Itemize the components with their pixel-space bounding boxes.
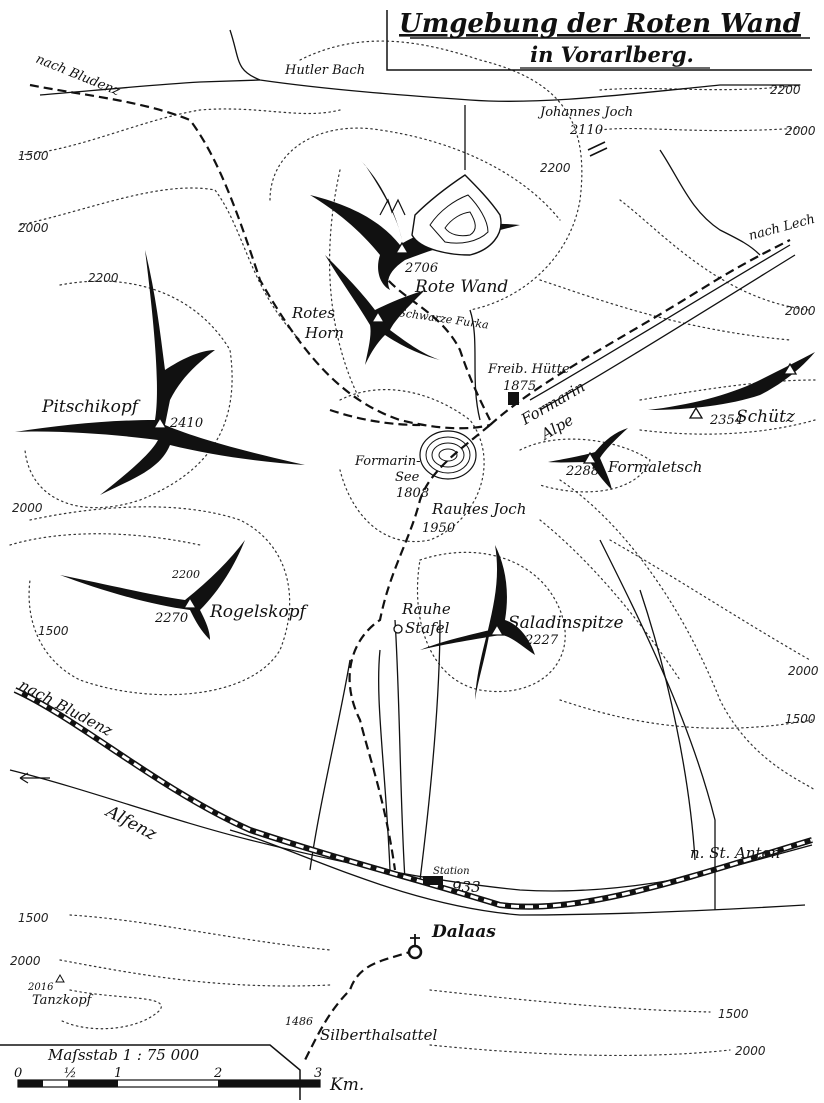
label-hutler-bach: Hutler Bach [284, 63, 365, 78]
peak-triangle-icon [782, 362, 798, 375]
contour-labels: 2200 2000 1500 2200 2000 2200 2000 2000 … [10, 83, 819, 1058]
trails [29, 83, 791, 1061]
label-freib-hutte-elev: 1875 [503, 379, 536, 394]
label-freib-hutte: Freib. Hütte [487, 362, 570, 377]
peak-triangle-icon [394, 241, 410, 254]
contour-label: 2200 [88, 271, 119, 285]
label-pitschikopf-elev: 2410 [169, 416, 203, 431]
contour-label: 1500 [18, 911, 49, 925]
peak-triangle-icon [688, 406, 704, 419]
peak-triangle-icon [182, 596, 198, 609]
peak-triangle-icon [489, 623, 505, 636]
contour-label: 2000 [788, 664, 819, 678]
contour-label: 1500 [718, 1007, 749, 1021]
label-nach-lech: nach Lech [747, 212, 816, 244]
label-tanzkopf-elev: 2016 [27, 982, 54, 993]
roads [529, 244, 796, 411]
label-saladinspitze: Saladinspitze [508, 613, 624, 633]
scale-title: Maſsstab 1 : 75 000 [47, 1046, 200, 1064]
scale-tick: ½ [64, 1066, 77, 1081]
station-icon [423, 876, 443, 885]
label-formarin-see: Formarin- [354, 454, 421, 469]
label-schutz-elev: 2354 [709, 413, 743, 428]
contour-label: 2000 [18, 221, 49, 235]
label-dalaas: Dalaas [431, 922, 496, 942]
scale-bar: Maſsstab 1 : 75 000 0 ½ 1 2 3 Km. [0, 1044, 364, 1100]
contour-label: 2000 [735, 1044, 766, 1058]
label-rogelskopf-elev: 2270 [154, 611, 188, 626]
scale-tick: 2 [213, 1066, 222, 1081]
contour-label: 2000 [10, 954, 41, 968]
scale-tick: 3 [314, 1066, 322, 1081]
formarin-see-lake [419, 430, 477, 480]
label-saladinspitze-elev: 2227 [524, 633, 559, 648]
contour-label: 2000 [12, 501, 43, 515]
label-rogelskopf-contour: 2200 [171, 568, 200, 581]
label-rauhe: Rauhe [401, 600, 451, 618]
label-horn: Horn [304, 324, 344, 342]
label-rogelskopf: Rogelskopf [209, 602, 309, 622]
label-alfenz: Alfenz [101, 801, 161, 845]
peak-triangle-icon [152, 416, 168, 429]
railway [13, 687, 813, 910]
contour-label: 1500 [18, 149, 49, 163]
label-formaletsch: Formaletsch [607, 458, 702, 476]
label-rote-wand-elev: 2706 [404, 261, 438, 276]
contour-lines [9, 40, 816, 1057]
rote-wand-massif [379, 174, 502, 256]
map-title: Umgebung der Roten Wand [399, 9, 801, 39]
contour-label: 1500 [38, 624, 69, 638]
scale-tick: 0 [14, 1066, 22, 1081]
peak-triangle-icon [55, 973, 65, 983]
pass-icon [587, 141, 608, 157]
label-rauhes-joch-elev: 1950 [422, 521, 455, 536]
contour-label: 2200 [540, 161, 571, 175]
label-formaletsch-elev: 2288 [565, 464, 599, 479]
peak-symbols [55, 141, 798, 983]
label-nach-bludenz-rail: nach Bludenz [16, 676, 115, 740]
label-st-anton: n. St. Anton [690, 844, 780, 862]
label-johannes-joch-elev: 2110 [569, 123, 603, 138]
label-silberthalsattel-elev: 1486 [285, 1015, 313, 1028]
label-silberthalsattel: Silberthalsattel [320, 1026, 438, 1044]
label-stafel: Stafel [405, 619, 450, 637]
label-johannes-joch: Johannes Joch [537, 105, 633, 120]
label-formarin-see-elev: 1808 [396, 486, 429, 501]
title-block: Umgebung der Roten Wand in Vorarlberg. [386, 9, 812, 71]
label-rotes: Rotes [291, 304, 335, 322]
alp-hut-icon [393, 624, 403, 634]
label-rauhes-joch: Rauhes Joch [431, 500, 526, 518]
peak-triangle-icon [370, 310, 386, 323]
label-tanzkopf: Tanzkopf [32, 993, 94, 1008]
scale-unit: Km. [329, 1075, 364, 1095]
label-station-elev: 933 [452, 878, 481, 896]
label-rote-wand: Rote Wand [414, 277, 508, 297]
hutler-bach [229, 29, 800, 102]
label-station: Station [433, 866, 470, 877]
map-subtitle: in Vorarlberg. [530, 42, 694, 67]
contour-label: 2000 [785, 304, 816, 318]
contour-label: 2200 [770, 83, 801, 97]
hut-icon [508, 392, 519, 405]
contour-label: 2000 [785, 124, 816, 138]
peak-triangle-icon [582, 451, 598, 464]
scale-tick: 1 [114, 1066, 122, 1081]
church-icon [407, 934, 423, 960]
label-pitschikopf: Pitschikopf [41, 397, 141, 417]
label-see: See [395, 470, 420, 485]
contour-label: 1500 [785, 712, 816, 726]
label-schutz: Schütz [736, 407, 796, 427]
